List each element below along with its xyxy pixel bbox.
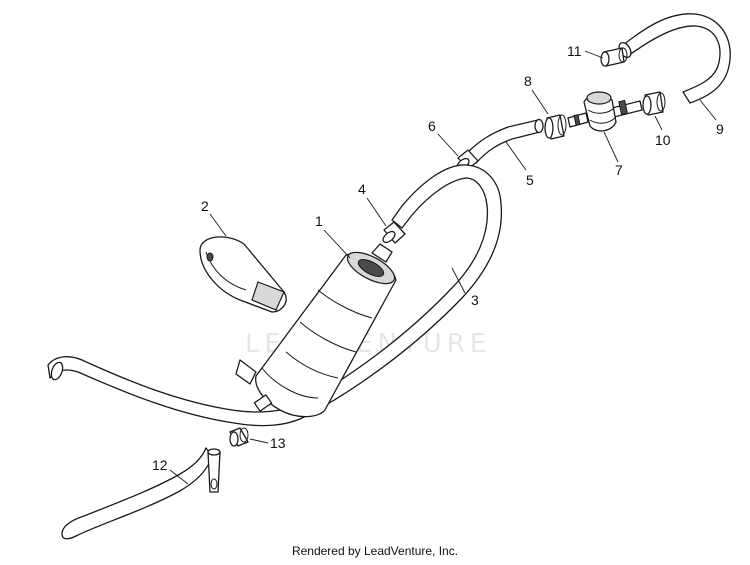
hose-9[interactable] [617,13,731,104]
leader-lines [169,50,717,485]
hose-5[interactable] [466,118,544,164]
clamp-4[interactable] [381,221,406,245]
clamp-10[interactable] [642,91,666,116]
clamp-8[interactable] [544,114,567,140]
callout-1[interactable]: 1 [315,213,323,229]
callout-9[interactable]: 9 [716,121,724,137]
footer-credit: Rendered by LeadVenture, Inc. [291,544,459,558]
callout-2[interactable]: 2 [201,198,209,214]
callout-11[interactable]: 11 [567,43,582,59]
callout-13[interactable]: 13 [270,435,286,451]
callout-4[interactable]: 4 [358,181,366,197]
callout-12[interactable]: 12 [152,457,168,473]
fuel-pump-1[interactable] [235,243,399,418]
callout-5[interactable]: 5 [526,172,534,188]
regulator-7[interactable] [567,91,643,132]
hose-12[interactable] [61,447,221,540]
hose-3[interactable] [47,164,503,427]
clamp-13[interactable] [229,427,249,447]
bracket-2[interactable] [199,236,287,313]
clamp-11[interactable] [600,47,628,67]
callout-10[interactable]: 10 [655,132,671,148]
callout-3[interactable]: 3 [471,292,479,308]
callout-7[interactable]: 7 [615,162,623,178]
callout-8[interactable]: 8 [524,73,532,89]
callout-6[interactable]: 6 [428,118,436,134]
